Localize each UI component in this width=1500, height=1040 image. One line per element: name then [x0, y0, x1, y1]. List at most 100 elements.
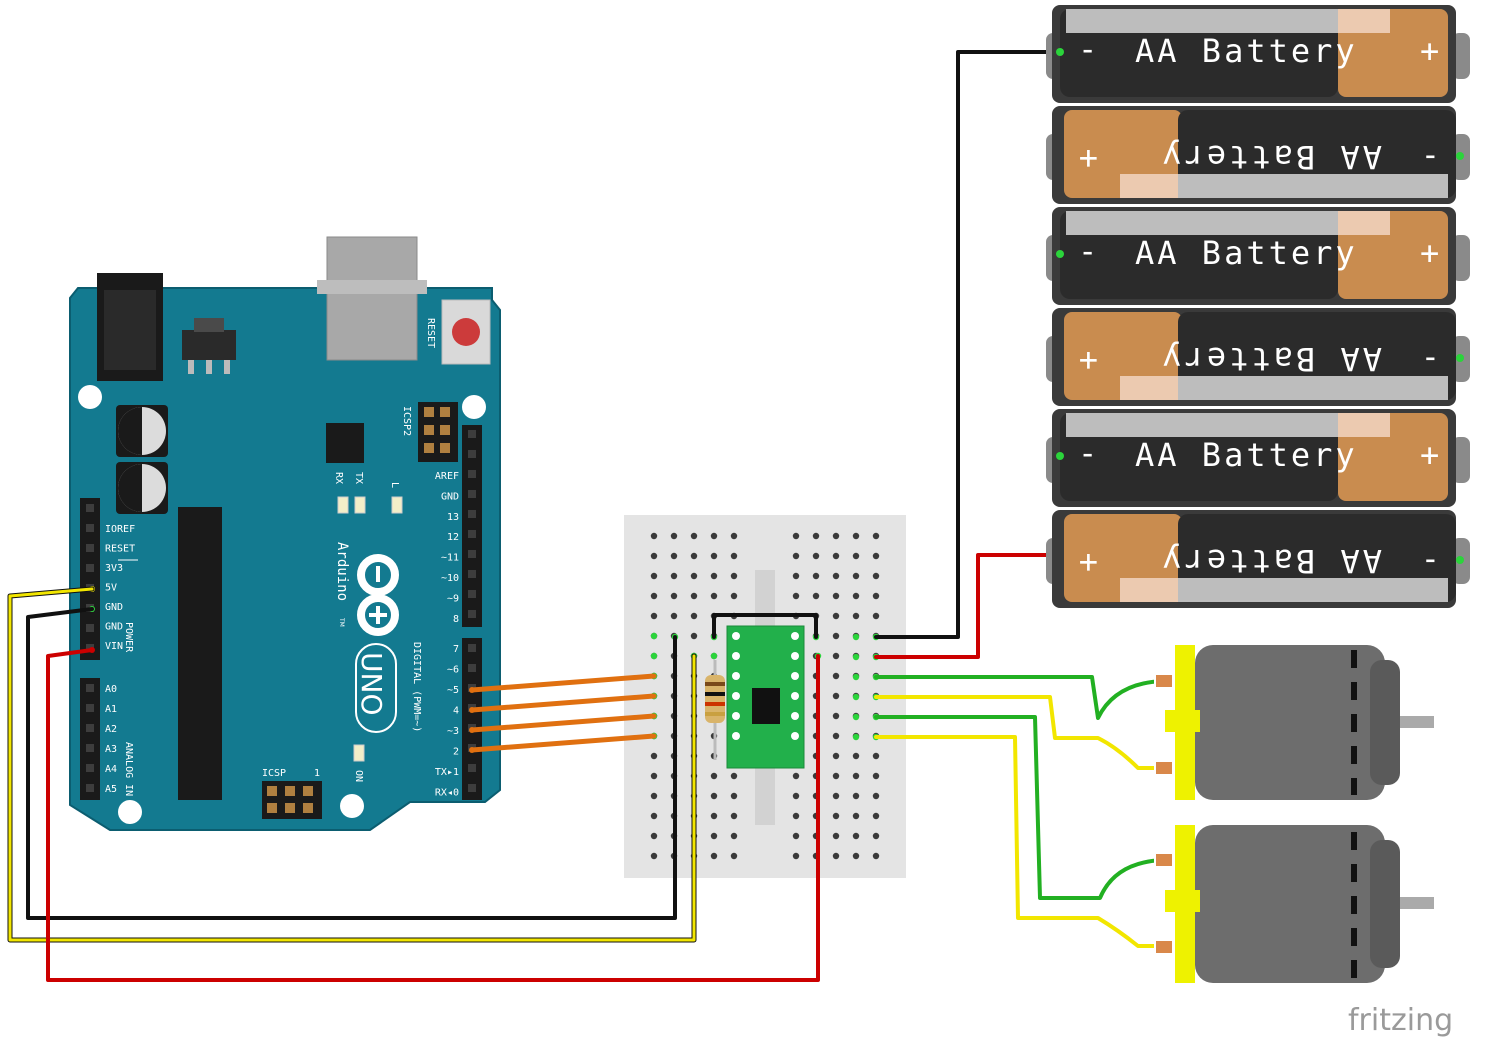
arduino-uno-board: RESET ICSP2 TX RX L ON Arduino TM — [69, 236, 501, 831]
power-header-label: POWER — [123, 622, 134, 653]
pin-label: ~3 — [447, 726, 459, 737]
header-pin — [468, 490, 476, 498]
pin-label: RX◂0 — [435, 788, 459, 799]
driver-pin — [791, 712, 799, 720]
breadboard-hole — [872, 752, 880, 760]
breadboard-hole-active — [852, 673, 860, 681]
breadboard-hole — [832, 772, 840, 780]
aa-battery: AA Battery-+ — [1046, 409, 1470, 507]
pin-label: IOREF — [105, 524, 135, 535]
breadboard-hole-active — [650, 652, 658, 660]
driver-pin — [732, 692, 740, 700]
breadboard-hole — [792, 592, 800, 600]
header-pin — [86, 704, 94, 712]
aa-battery: AA Battery-+ — [1046, 106, 1470, 204]
capacitor — [116, 462, 168, 514]
breadboard-hole — [832, 852, 840, 860]
pin-label: A1 — [105, 704, 117, 715]
wire-pin3-orange — [469, 713, 657, 733]
breadboard-hole — [650, 852, 658, 860]
breadboard-hole — [670, 532, 678, 540]
icsp2-label: ICSP2 — [401, 406, 412, 436]
breadboard-hole — [730, 852, 738, 860]
wire-motor1-yellow — [874, 695, 1165, 770]
breadboard-hole — [852, 812, 860, 820]
capacitor — [116, 405, 168, 457]
breadboard-hole — [650, 772, 658, 780]
svg-text:UNO: UNO — [355, 652, 388, 715]
analog-header — [80, 678, 100, 800]
breadboard-hole-active — [710, 652, 718, 660]
pin-label: AREF — [435, 471, 459, 482]
breadboard-hole-active — [852, 713, 860, 721]
breadboard-hole — [730, 592, 738, 600]
pin-label: GND — [105, 622, 123, 633]
pin-label: ~9 — [447, 593, 459, 604]
breadboard-hole — [650, 592, 658, 600]
l-led — [391, 496, 403, 514]
header-pin — [468, 610, 476, 618]
breadboard-hole — [852, 612, 860, 620]
breadboard-hole — [852, 752, 860, 760]
header-pin — [468, 470, 476, 478]
breadboard-hole-active — [852, 693, 860, 701]
wire-bridge-black — [712, 613, 818, 639]
pin-label: 5V — [105, 583, 117, 594]
breadboard-hole — [852, 572, 860, 580]
breadboard-hole — [872, 792, 880, 800]
header-pin — [468, 430, 476, 438]
pin-label: ~5 — [447, 685, 459, 696]
breadboard-hole — [872, 852, 880, 860]
breadboard-hole — [872, 592, 880, 600]
header-pin — [468, 530, 476, 538]
breadboard-hole — [670, 552, 678, 560]
header-pin — [468, 510, 476, 518]
header-pin — [86, 764, 94, 772]
breadboard-hole — [730, 812, 738, 820]
digital-header-label: DIGITAL (PWM=~) — [411, 642, 422, 732]
header-pin — [468, 590, 476, 598]
breadboard-hole — [872, 532, 880, 540]
breadboard-hole — [690, 572, 698, 580]
battery-pos-label: + — [1420, 32, 1442, 70]
breadboard-hole — [650, 532, 658, 540]
breadboard-hole — [832, 732, 840, 740]
header-pin — [86, 564, 94, 572]
pin-label: A4 — [105, 764, 117, 775]
battery-pos-label: + — [1076, 342, 1098, 380]
battery-pos-label: + — [1076, 140, 1098, 178]
breadboard-hole-active — [852, 653, 860, 661]
pin-label: A3 — [105, 744, 117, 755]
breadboard-hole — [710, 792, 718, 800]
pin-label: TX▸1 — [435, 767, 459, 778]
icsp-header — [262, 781, 322, 819]
header-pin — [468, 644, 476, 652]
breadboard-hole — [812, 532, 820, 540]
voltage-regulator — [182, 330, 236, 360]
breadboard-hole — [710, 832, 718, 840]
driver-pin — [791, 652, 799, 660]
header-pin — [86, 724, 94, 732]
breadboard-hole — [832, 792, 840, 800]
breadboard-hole — [650, 832, 658, 840]
trademark: TM — [338, 617, 345, 627]
pin-label: ~11 — [441, 553, 459, 564]
power-header — [80, 498, 100, 660]
driver-pin — [732, 672, 740, 680]
header-pin — [468, 550, 476, 558]
battery-pos-label: + — [1420, 436, 1442, 474]
breadboard-hole — [730, 792, 738, 800]
battery-label: AA Battery — [1135, 436, 1358, 474]
breadboard-hole — [690, 632, 698, 640]
pin-label: VIN — [105, 641, 123, 652]
driver-pin — [791, 692, 799, 700]
rx-led — [337, 496, 349, 514]
header-pin — [468, 664, 476, 672]
pin-label: GND — [105, 602, 123, 613]
breadboard-hole — [730, 552, 738, 560]
breadboard-hole — [852, 592, 860, 600]
breadboard-hole — [812, 572, 820, 580]
reset-button[interactable] — [441, 299, 491, 365]
breadboard-hole — [710, 852, 718, 860]
breadboard-hole — [792, 532, 800, 540]
